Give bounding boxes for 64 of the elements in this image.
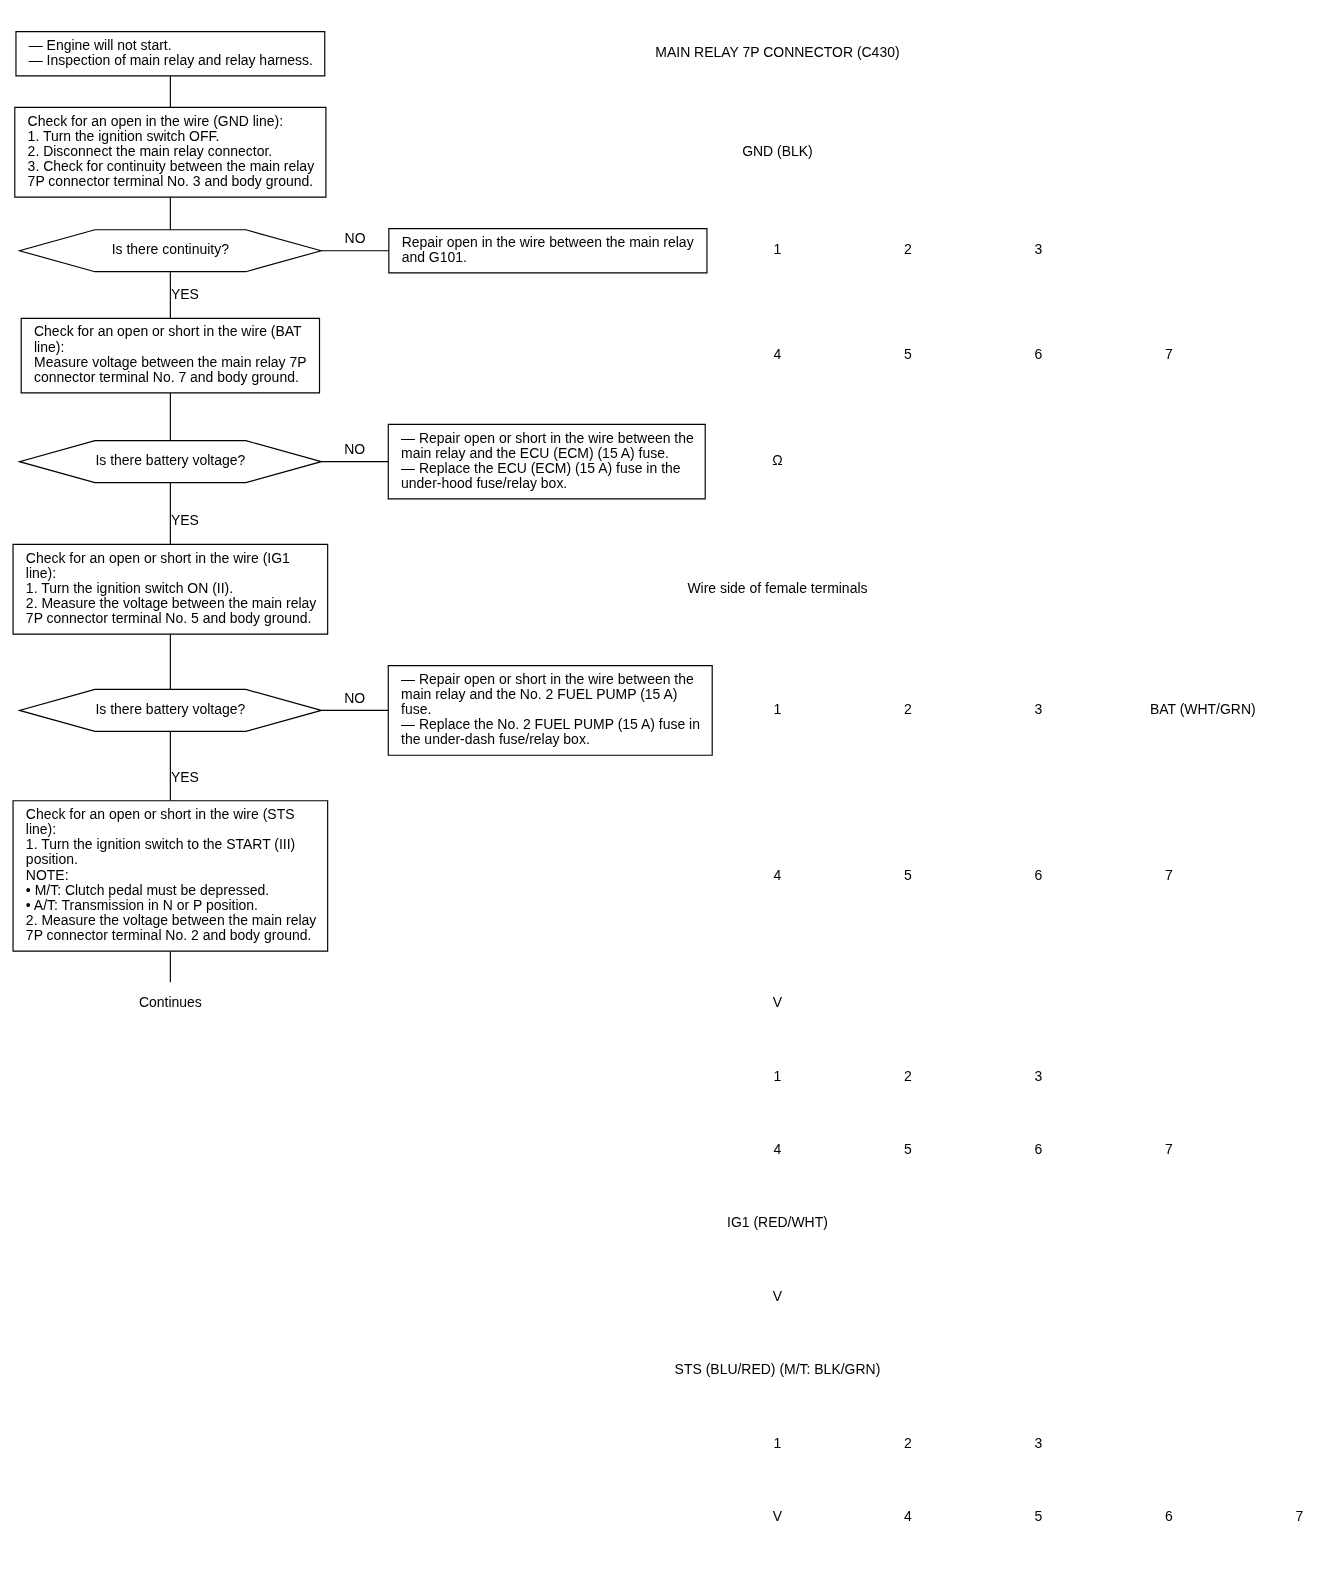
- connector: [320, 461, 389, 463]
- connector: [169, 392, 171, 441]
- label: 7: [1165, 346, 1173, 363]
- edge-label: YES: [170, 768, 199, 785]
- label: 3: [1034, 1067, 1043, 1084]
- node-box: Check for an open in the wire (GND line): 1. Turn the ignition switch OFF. 2. Disconnect the main relay connector. 3. Check for continuity between the main relay 7P connector terminal No. 3 and body ground.: [14, 106, 327, 198]
- label: 2: [904, 1434, 912, 1451]
- label: 5: [1034, 1507, 1043, 1524]
- edge-label: NO: [344, 230, 366, 247]
- label: Wire side of female terminals: [687, 579, 868, 596]
- label: 6: [1034, 346, 1043, 363]
- label: 7: [1295, 1507, 1304, 1524]
- label: Ω: [772, 452, 783, 469]
- label: 4: [773, 866, 782, 883]
- label: MAIN RELAY 7P CONNECTOR (C430): [655, 44, 900, 61]
- connector: [169, 271, 171, 319]
- label: 5: [904, 346, 912, 363]
- label: 1: [773, 241, 782, 258]
- label: 4: [904, 1507, 912, 1524]
- connector: [169, 633, 171, 690]
- label: 2: [904, 241, 912, 258]
- label: 4: [773, 1140, 782, 1157]
- node-box: Check for an open or short in the wire (BAT line): Measure voltage between the main relay 7P connector terminal No. 7 and body ground.: [20, 317, 321, 394]
- edge-label: NO: [344, 441, 366, 458]
- connector: [321, 250, 390, 252]
- label: 1: [773, 1434, 782, 1451]
- node-box: Check for an open or short in the wire (IG1 line): 1. Turn the ignition switch ON (II). 2. Measure the voltage between the main relay 7P connector terminal No. 5 and body ground.: [12, 543, 329, 635]
- label: 4: [773, 346, 782, 363]
- label: V: [772, 994, 783, 1011]
- label: GND (BLK): [742, 142, 813, 159]
- label: 2: [904, 1067, 912, 1084]
- label: IG1 (RED/WHT): [727, 1214, 828, 1231]
- label: 7: [1165, 866, 1173, 883]
- edge-label: NO: [344, 689, 366, 706]
- label: STS (BLU/RED) (M/T: BLK/GRN): [674, 1361, 881, 1378]
- label: 1: [773, 701, 782, 718]
- edge-label: YES: [170, 512, 199, 529]
- label: 6: [1034, 866, 1043, 883]
- label: 3: [1034, 1434, 1043, 1451]
- connector: [169, 482, 171, 545]
- label: V: [772, 1507, 783, 1524]
- node-text: Continues: [138, 994, 202, 1011]
- node-box: — Repair open or short in the wire between the main relay and the No. 2 FUEL PUMP (15 A) fuse. — Replace the No. 2 FUEL PUMP (15 A) fuse in the under-dash fuse/relay box.: [387, 664, 713, 756]
- label: 7: [1165, 1140, 1173, 1157]
- label: 1: [773, 1067, 782, 1084]
- label: V: [772, 1287, 783, 1304]
- edge-label: YES: [170, 286, 199, 303]
- label: 6: [1034, 1140, 1043, 1157]
- label: 6: [1165, 1507, 1173, 1524]
- label: 3: [1034, 241, 1043, 258]
- node-box: — Engine will not start. — Inspection of main relay and relay harness.: [15, 31, 326, 77]
- label: 3: [1034, 701, 1043, 718]
- label: 5: [904, 1140, 912, 1157]
- connector: [169, 950, 171, 983]
- label: 5: [904, 866, 912, 883]
- connector: [169, 731, 171, 802]
- node-box: — Repair open or short in the wire between the main relay and the ECU (ECM) (15 A) fuse. — Replace the ECU (ECM) (15 A) fuse in the under-hood fuse/relay box.: [387, 423, 706, 500]
- label: BAT (WHT/GRN): [1149, 701, 1256, 718]
- connector: [321, 709, 389, 711]
- connector: [169, 196, 171, 231]
- node-box: Repair open in the wire between the main relay and G101.: [388, 228, 708, 274]
- connector: [169, 75, 171, 108]
- label: 2: [904, 701, 912, 718]
- node-box: Check for an open or short in the wire (STS line): 1. Turn the ignition switch to the START (III) position. NOTE: • M/T: Clutch pedal must be depressed. • A/T: Transmission in N or P position. 2. Measure the voltage between the main relay 7P connector terminal No. 2 and body ground.: [12, 800, 329, 952]
